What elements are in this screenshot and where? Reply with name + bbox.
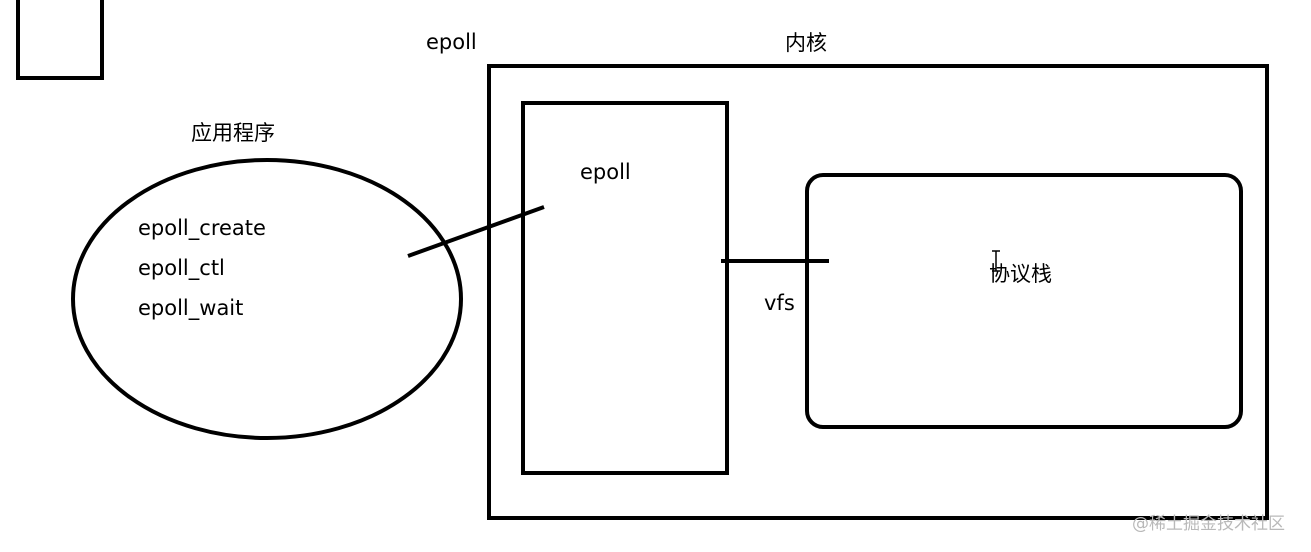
kernel-box <box>487 64 1269 520</box>
app-epoll-connector <box>407 205 545 258</box>
application-ellipse <box>71 158 463 440</box>
epoll-ctl-label: epoll_ctl <box>138 256 225 280</box>
epoll-box <box>521 101 729 475</box>
protocol-stack-label: 协议栈 <box>989 262 1052 286</box>
inner-epoll-label: epoll <box>580 160 631 184</box>
epoll-wait-label: epoll_wait <box>138 296 244 320</box>
application-label: 应用程序 <box>191 121 275 145</box>
vfs-label: vfs <box>764 291 795 315</box>
watermark: @稀土掘金技术社区 <box>1132 514 1285 534</box>
protocol-stack-box <box>805 173 1243 429</box>
small-square <box>16 0 104 80</box>
kernel-label: 内核 <box>785 31 827 55</box>
top-epoll-label: epoll <box>426 30 477 54</box>
epoll-create-label: epoll_create <box>138 216 266 240</box>
text-cursor-icon <box>992 250 1000 272</box>
